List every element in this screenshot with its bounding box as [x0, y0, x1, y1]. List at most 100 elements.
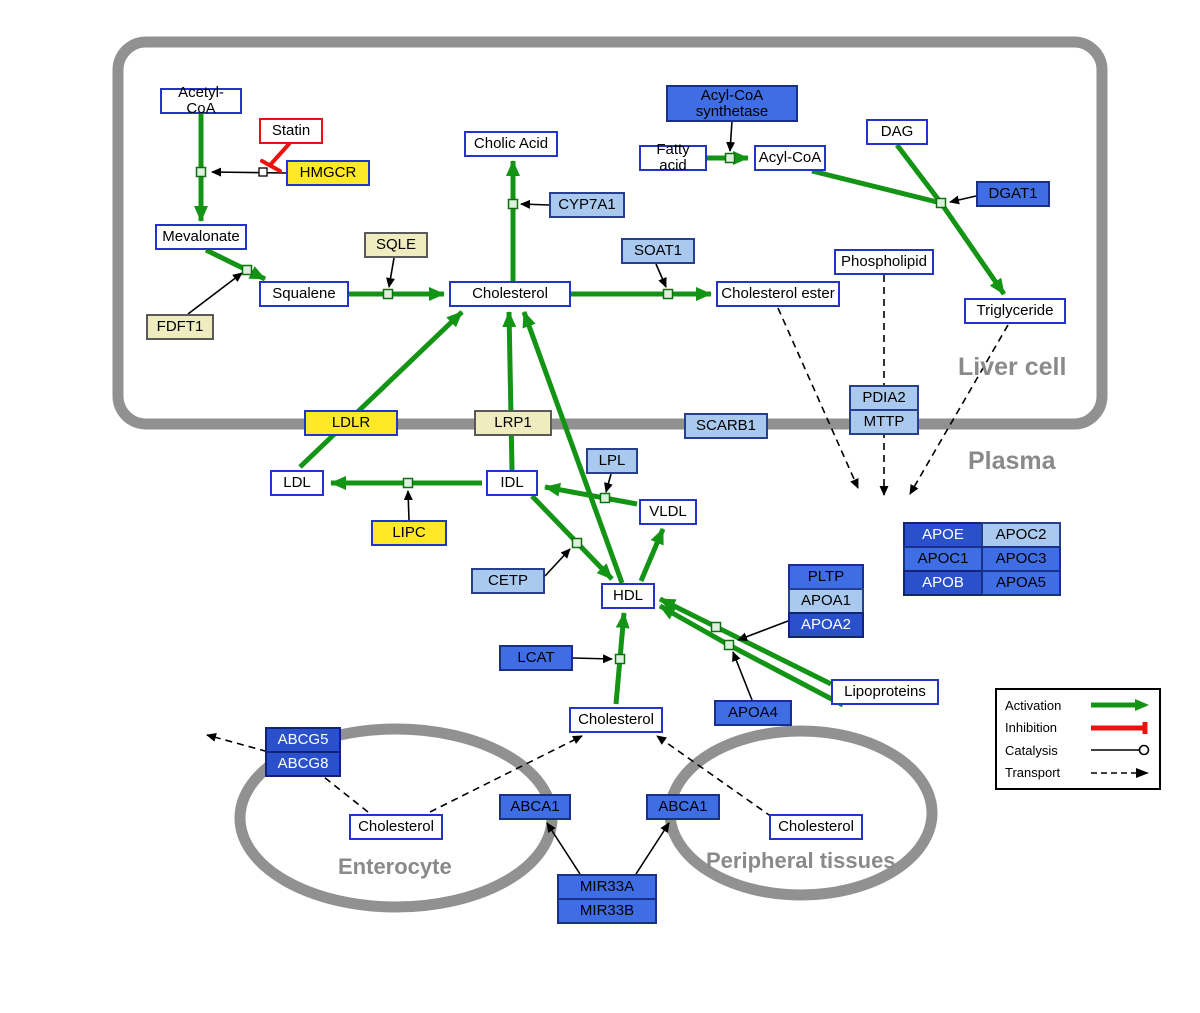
- node-fdft1[interactable]: FDFT1: [146, 314, 214, 340]
- reaction-node: [724, 152, 736, 164]
- node-apob[interactable]: APOB: [903, 570, 983, 596]
- edge-idl-hdl: [530, 494, 614, 581]
- node-squalene[interactable]: Squalene: [259, 281, 349, 307]
- node-apoc1[interactable]: APOC1: [903, 546, 983, 572]
- transport-arrow-icon: [1091, 767, 1149, 778]
- edge-lipoproteins-hdl-upper: [658, 596, 833, 687]
- node-abcg8[interactable]: ABCG8: [265, 751, 341, 777]
- node-fatty-acid[interactable]: Fatty acid: [639, 142, 707, 173]
- catalysis-edges: [187, 120, 977, 875]
- node-abcg5[interactable]: ABCG5: [265, 727, 341, 753]
- node-triglyceride[interactable]: Triglyceride: [964, 298, 1066, 324]
- edge-mevalonate-squalene: [204, 247, 267, 282]
- activation-edges: [194, 114, 1007, 708]
- node-ldlr[interactable]: LDLR: [304, 410, 398, 436]
- node-cholesterol-enterocyte[interactable]: Cholesterol: [349, 814, 443, 840]
- edge-fdft1-catalysis: [187, 272, 243, 315]
- legend: Activation Inhibition Catalysis Transpor…: [995, 688, 1161, 790]
- node-cholesterol-liver[interactable]: Cholesterol: [449, 281, 571, 307]
- node-cholic-acid[interactable]: Cholic Acid: [464, 131, 558, 157]
- legend-row-activation: Activation: [1005, 697, 1151, 713]
- node-apoc2[interactable]: APOC2: [981, 522, 1061, 548]
- node-cetp[interactable]: CETP: [471, 568, 545, 594]
- catalysis-node: [258, 167, 268, 177]
- node-apoa4[interactable]: APOA4: [714, 700, 792, 726]
- node-ldl[interactable]: LDL: [270, 470, 324, 496]
- reaction-node: [662, 288, 674, 300]
- node-abca1-enterocyte[interactable]: ABCA1: [499, 794, 571, 820]
- node-lcat[interactable]: LCAT: [499, 645, 573, 671]
- node-lipoproteins[interactable]: Lipoproteins: [831, 679, 939, 705]
- node-acyl-coa[interactable]: Acyl-CoA: [754, 145, 826, 171]
- catalysis-circle-icon: [1091, 745, 1150, 756]
- liver-cell-outline: [112, 36, 1108, 430]
- activation-arrow-icon: [1091, 699, 1149, 711]
- reaction-node: [571, 537, 583, 549]
- inhibition-edges: [260, 142, 291, 173]
- node-mir33a[interactable]: MIR33A: [557, 874, 657, 900]
- node-apoe[interactable]: APOE: [903, 522, 983, 548]
- node-cholesterol-plasma[interactable]: Cholesterol: [569, 707, 663, 733]
- node-apoa2[interactable]: APOA2: [788, 612, 864, 638]
- reaction-node: [723, 639, 735, 651]
- edge-acylcoasynthetase-catalysis: [726, 120, 736, 152]
- node-mir33b[interactable]: MIR33B: [557, 898, 657, 924]
- node-scarb1[interactable]: SCARB1: [684, 413, 768, 439]
- node-vldl[interactable]: VLDL: [639, 499, 697, 525]
- transport-edges: [206, 275, 1009, 818]
- plasma-label: Plasma: [968, 447, 1056, 475]
- node-lpl[interactable]: LPL: [586, 448, 638, 474]
- node-dgat1[interactable]: DGAT1: [976, 181, 1050, 207]
- edge-acylcoa-junction: [811, 168, 942, 206]
- reaction-node: [382, 288, 394, 300]
- node-apoc3[interactable]: APOC3: [981, 546, 1061, 572]
- node-cholesterol-ester[interactable]: Cholesterol ester: [716, 281, 840, 307]
- reaction-nodes: [195, 152, 947, 665]
- legend-row-transport: Transport: [1005, 765, 1151, 781]
- node-apoa1[interactable]: APOA1: [788, 588, 864, 614]
- node-phospholipid[interactable]: Phospholipid: [834, 249, 934, 275]
- legend-row-catalysis: Catalysis: [1005, 742, 1151, 758]
- inhibition-tbar-icon: [1091, 721, 1148, 734]
- node-cyp7a1[interactable]: CYP7A1: [549, 192, 625, 218]
- reaction-node: [599, 492, 611, 504]
- node-abca1-peripheral[interactable]: ABCA1: [646, 794, 720, 820]
- node-statin[interactable]: Statin: [259, 118, 323, 144]
- edge-statin-inhibition: [269, 142, 291, 166]
- node-pdia2[interactable]: PDIA2: [849, 385, 919, 411]
- node-sqle[interactable]: SQLE: [364, 232, 428, 258]
- reaction-node: [710, 621, 722, 633]
- edge-cholesterolester-plasma: [777, 307, 859, 489]
- edge-lcat-catalysis: [572, 654, 613, 664]
- edge-lpl-catalysis: [604, 473, 613, 493]
- node-mttp[interactable]: MTTP: [849, 409, 919, 435]
- peripheral-tissues-label: Peripheral tissues: [706, 848, 896, 873]
- node-lipc[interactable]: LIPC: [371, 520, 447, 546]
- node-mevalonate[interactable]: Mevalonate: [155, 224, 247, 250]
- edge-hdl-cholesterol: [521, 311, 625, 584]
- node-soat1[interactable]: SOAT1: [621, 238, 695, 264]
- edge-mir33-abca1-right: [635, 822, 670, 875]
- reaction-node: [507, 198, 519, 210]
- node-acyl-coa-synthetase[interactable]: Acyl-CoA synthetase: [666, 85, 798, 122]
- node-idl[interactable]: IDL: [486, 470, 538, 496]
- node-pltp[interactable]: PLTP: [788, 564, 864, 590]
- node-acetyl-coa[interactable]: Acetyl-CoA: [160, 85, 242, 116]
- node-hmgcr[interactable]: HMGCR: [286, 160, 370, 186]
- node-cholesterol-peripheral[interactable]: Cholesterol: [769, 814, 863, 840]
- edge-dgat1-catalysis: [949, 195, 977, 205]
- node-dag[interactable]: DAG: [866, 119, 928, 145]
- edge-dag-junction: [895, 143, 943, 205]
- node-lrp1[interactable]: LRP1: [474, 410, 552, 436]
- edge-soat1-catalysis: [655, 263, 667, 288]
- edge-cetp-catalysis: [544, 548, 571, 577]
- edge-lipc-catalysis: [403, 490, 413, 521]
- legend-activation-label: Activation: [1005, 697, 1062, 713]
- reaction-node: [195, 166, 207, 178]
- reaction-node: [935, 197, 947, 209]
- node-hdl[interactable]: HDL: [601, 583, 655, 609]
- node-apoa5[interactable]: APOA5: [981, 570, 1061, 596]
- legend-row-inhibition: Inhibition: [1005, 720, 1151, 736]
- edge-cyp7a1-catalysis: [520, 199, 550, 209]
